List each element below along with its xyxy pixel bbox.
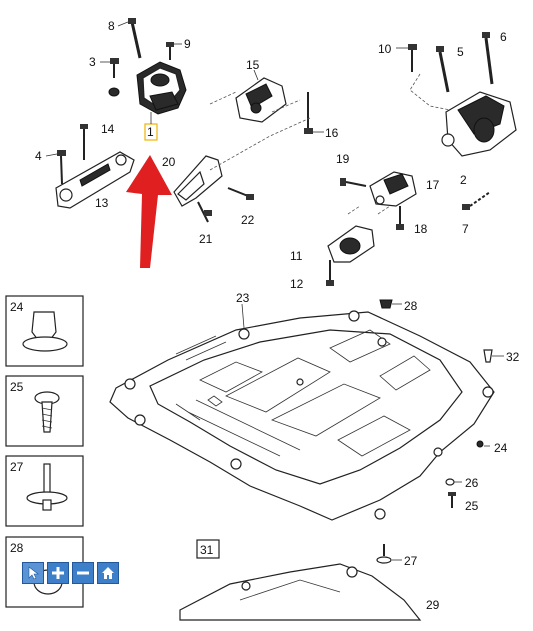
- fastener-32: [483, 349, 504, 363]
- bolt-5: [436, 46, 450, 93]
- label-2: 2: [460, 173, 467, 187]
- label-26: 26: [465, 476, 479, 490]
- label-25-right: 25: [465, 499, 479, 513]
- label-5: 5: [457, 45, 464, 59]
- label-22: 22: [241, 213, 255, 227]
- label-7: 7: [462, 222, 469, 236]
- bolt-8: [117, 18, 142, 59]
- part-20-bracket[interactable]: [173, 155, 223, 207]
- label-8: 8: [108, 19, 115, 33]
- zoom-in-button[interactable]: [47, 562, 69, 584]
- bolt-4: [45, 150, 66, 185]
- part-13-torque-rod[interactable]: [55, 151, 135, 209]
- label-27-right: 27: [404, 554, 418, 568]
- fastener-box-25[interactable]: [5, 375, 84, 447]
- label-11: 11: [290, 249, 303, 263]
- nut-9: [166, 42, 182, 60]
- label-23: 23: [236, 291, 250, 305]
- pointer-icon: [28, 566, 39, 580]
- zoom-out-button[interactable]: [72, 562, 94, 584]
- label-box-31: [196, 539, 220, 559]
- label-1: 1: [147, 125, 154, 139]
- pointer-button[interactable]: [22, 562, 44, 584]
- label-28-box: 28: [10, 541, 24, 555]
- fastener-27-bolt: [376, 544, 402, 564]
- bolt-12: [326, 260, 334, 286]
- fastener-25-screw: [448, 492, 456, 508]
- bolt-18: [396, 206, 404, 230]
- home-icon: [102, 567, 114, 579]
- leader-17: [347, 205, 391, 215]
- red-arrow-icon: [126, 155, 172, 268]
- label-14: 14: [101, 122, 115, 136]
- label-31: 31: [200, 543, 214, 557]
- label-4: 4: [35, 149, 42, 163]
- bolt-16: [304, 92, 324, 134]
- label-24-right: 24: [494, 441, 508, 455]
- fastener-box-24[interactable]: [5, 295, 84, 367]
- label-29: 29: [426, 598, 440, 612]
- bolt-7: [462, 191, 491, 210]
- bolt-10: [396, 44, 417, 72]
- label-20: 20: [162, 155, 176, 169]
- label-16: 16: [325, 126, 339, 140]
- viewer-toolbar: [22, 562, 119, 584]
- fastener-28-clip: [379, 299, 402, 309]
- label-10: 10: [378, 42, 392, 56]
- label-28-right: 28: [404, 299, 418, 313]
- part-1-engine-mount[interactable]: [136, 61, 187, 115]
- fastener-26: [445, 478, 462, 486]
- label-25-box: 25: [10, 380, 24, 394]
- leader-20: [209, 117, 311, 171]
- bolt-19: [340, 178, 367, 187]
- label-9: 9: [184, 37, 191, 51]
- label-19: 19: [336, 152, 350, 166]
- label-18: 18: [414, 222, 428, 236]
- label-3: 3: [89, 55, 96, 69]
- fastener-box-28[interactable]: [5, 536, 84, 608]
- part-2-transmission-mount[interactable]: [441, 91, 517, 157]
- label-13: 13: [95, 196, 109, 210]
- label-21: 21: [199, 232, 213, 246]
- label-6: 6: [500, 30, 507, 44]
- leader-2: [409, 73, 451, 111]
- part-29-lower-shield[interactable]: [179, 563, 422, 621]
- part-23-underbody-shield[interactable]: [109, 310, 495, 521]
- label-17: 17: [426, 178, 440, 192]
- label-32: 32: [506, 350, 520, 364]
- label-12: 12: [290, 277, 304, 291]
- part-11-rod[interactable]: [327, 225, 375, 263]
- fastener-24-clip: [476, 440, 490, 448]
- home-button[interactable]: [97, 562, 119, 584]
- bolt-21: [197, 201, 212, 223]
- part-15-mount[interactable]: [235, 69, 287, 123]
- leader-15: [209, 91, 301, 113]
- bolt-22: [227, 187, 254, 200]
- label-15: 15: [246, 58, 260, 72]
- part-17-mount[interactable]: [369, 171, 417, 207]
- label-27-box: 27: [10, 460, 24, 474]
- bolt-14: [80, 124, 88, 160]
- zoom-out-icon: [77, 571, 89, 575]
- bolt-3: [100, 58, 120, 97]
- label-24-box: 24: [10, 300, 24, 314]
- bolt-6: [482, 32, 494, 85]
- zoom-in-icon: [52, 567, 64, 579]
- fastener-box-27[interactable]: [5, 455, 84, 527]
